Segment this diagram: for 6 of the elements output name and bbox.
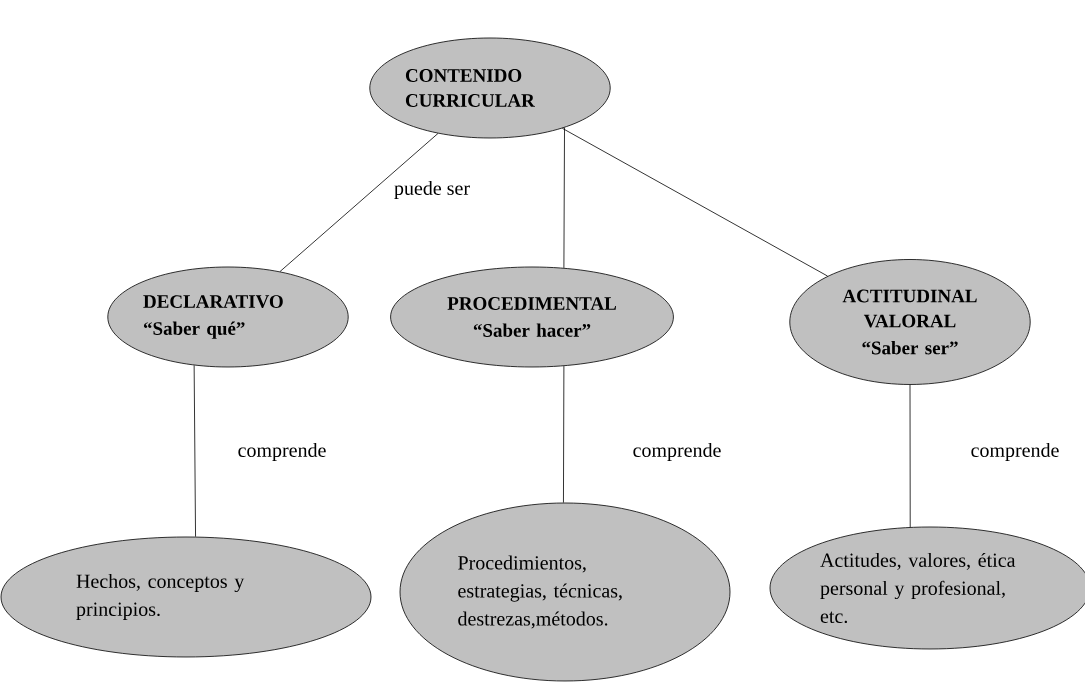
connector-line [563, 365, 565, 503]
connector-line [561, 127, 828, 277]
connector-line [909, 384, 911, 528]
connector-line [563, 127, 565, 269]
connector-line [279, 133, 439, 272]
connector-line [193, 364, 196, 538]
